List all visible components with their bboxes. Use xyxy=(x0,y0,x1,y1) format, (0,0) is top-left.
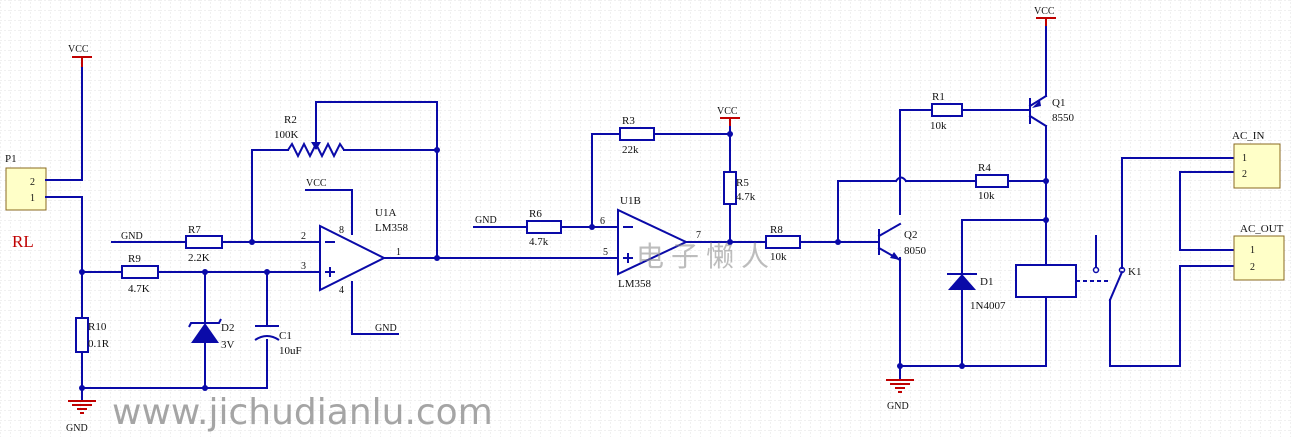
d1-ref: D1 xyxy=(980,276,993,288)
r1-ref: R1 xyxy=(932,91,945,103)
r10-value: 0.1R xyxy=(88,338,110,350)
r6-ref: R6 xyxy=(529,208,542,220)
resistor-r4[interactable]: R4 10k xyxy=(975,162,1009,202)
vcc-symbol-middle: VCC xyxy=(717,106,740,126)
wires-left xyxy=(45,67,440,401)
rl-label: RL xyxy=(12,232,34,251)
ac-out-ref: AC_OUT xyxy=(1240,223,1284,235)
r6-value: 4.7k xyxy=(529,236,549,248)
d1-value: 1N4007 xyxy=(970,300,1006,312)
wires-middle xyxy=(436,125,767,259)
r9-ref: R9 xyxy=(128,253,141,265)
gnd-symbol-left: GND xyxy=(66,400,96,434)
u1a-pin-noninv: 3 xyxy=(301,261,306,272)
resistor-r5[interactable]: R5 4.7k xyxy=(723,171,756,205)
resistor-r10[interactable]: R10 0.1R xyxy=(75,317,110,353)
d2-ref: D2 xyxy=(221,322,234,334)
r8-value: 10k xyxy=(770,251,787,263)
watermark-chinese: 电 子 懒 人 xyxy=(636,241,769,273)
gnd-label-r6: GND xyxy=(475,215,497,226)
resistor-r9[interactable]: R9 4.7K xyxy=(121,253,159,295)
r1-value: 10k xyxy=(930,120,947,132)
u1a-pin-out: 1 xyxy=(396,247,401,258)
u1a-value: LM358 xyxy=(375,222,409,234)
r7-value: 2.2K xyxy=(188,252,210,264)
vcc-symbol-left: VCC xyxy=(68,44,92,68)
vcc-label-right: VCC xyxy=(1034,6,1055,17)
k1-ref: K1 xyxy=(1128,266,1141,278)
gnd-symbol-right: GND xyxy=(886,379,914,412)
u1b-pin-inv: 6 xyxy=(600,216,605,227)
u1b-pin-noninv: 5 xyxy=(603,247,608,258)
u1a-pin-vminus: 4 xyxy=(339,285,344,296)
wires-right xyxy=(799,25,1049,381)
p1-pin-1: 1 xyxy=(30,193,35,204)
u1a-gnd-label: GND xyxy=(375,323,397,334)
watermark-url: www.jichudianlu.com xyxy=(112,392,493,433)
r5-value: 4.7k xyxy=(736,191,756,203)
q1-ref: Q1 xyxy=(1052,97,1065,109)
u1b-ref: U1B xyxy=(620,195,641,207)
q2-value: 8050 xyxy=(904,245,927,257)
u1b-pin-out: 7 xyxy=(696,230,701,241)
p1-pin-2: 2 xyxy=(30,177,35,188)
ac-out-pin-1: 1 xyxy=(1250,245,1255,256)
u1a-vcc-label: VCC xyxy=(306,178,327,189)
ac-in-pin-1: 1 xyxy=(1242,153,1247,164)
c1-ref: C1 xyxy=(279,330,292,342)
transistor-q1[interactable]: Q1 8550 xyxy=(1028,94,1075,128)
opamp-u1b[interactable]: 6 5 7 U1B LM358 xyxy=(600,195,701,290)
r8-ref: R8 xyxy=(770,224,783,236)
diode-d2[interactable]: D2 3V xyxy=(188,318,235,351)
r9-value: 4.7K xyxy=(128,283,150,295)
u1a-ref: U1A xyxy=(375,207,396,219)
r4-value: 10k xyxy=(978,190,995,202)
r4-ref: R4 xyxy=(978,162,991,174)
r2-ref: R2 xyxy=(284,114,297,126)
c1-value: 10uF xyxy=(279,345,302,357)
r10-ref: R10 xyxy=(88,321,107,333)
r2-value: 100K xyxy=(274,129,299,141)
q1-value: 8550 xyxy=(1052,112,1075,124)
d2-value: 3V xyxy=(221,339,235,351)
u1b-value: LM358 xyxy=(618,278,652,290)
capacitor-c1[interactable]: C1 10uF xyxy=(254,325,302,357)
resistor-r7[interactable]: R7 2.2K xyxy=(185,224,223,264)
p1-ref: P1 xyxy=(5,153,17,165)
resistor-r3[interactable]: R3 22k xyxy=(619,115,655,156)
gnd-label-right: GND xyxy=(887,401,909,412)
transistor-q2[interactable]: Q2 8050 xyxy=(877,222,927,262)
ac-in-ref: AC_IN xyxy=(1232,130,1264,142)
gnd-label-left: GND xyxy=(66,423,88,434)
u1a-pin-inv: 2 xyxy=(301,231,306,242)
opamp-u1a[interactable]: VCC GND 2 3 1 8 4 U1A LM358 xyxy=(301,178,409,335)
u1a-pin-vplus: 8 xyxy=(339,225,344,236)
vcc-label-left: VCC xyxy=(68,44,89,55)
connector-ac-out[interactable]: AC_OUT 1 2 xyxy=(1233,223,1285,281)
gnd-label-r7: GND xyxy=(121,231,143,242)
ac-out-pin-2: 2 xyxy=(1250,262,1255,273)
vcc-symbol-right: VCC xyxy=(1034,6,1056,26)
resistor-r1[interactable]: R1 10k xyxy=(930,91,963,132)
r3-value: 22k xyxy=(622,144,639,156)
ac-in-pin-2: 2 xyxy=(1242,169,1247,180)
r7-ref: R7 xyxy=(188,224,201,236)
diode-d1[interactable]: D1 1N4007 xyxy=(947,273,1006,312)
relay-k1[interactable]: K1 xyxy=(1015,157,1235,367)
connector-p1[interactable]: P1 2 1 RL xyxy=(5,153,47,251)
resistor-r6[interactable]: R6 4.7k xyxy=(526,208,562,248)
vcc-label-middle: VCC xyxy=(717,106,738,117)
r3-ref: R3 xyxy=(622,115,635,127)
q2-ref: Q2 xyxy=(904,229,917,241)
connector-ac-in[interactable]: AC_IN 1 2 xyxy=(1232,130,1281,189)
potentiometer-r2[interactable]: R2 100K xyxy=(274,101,345,159)
r5-ref: R5 xyxy=(736,177,749,189)
